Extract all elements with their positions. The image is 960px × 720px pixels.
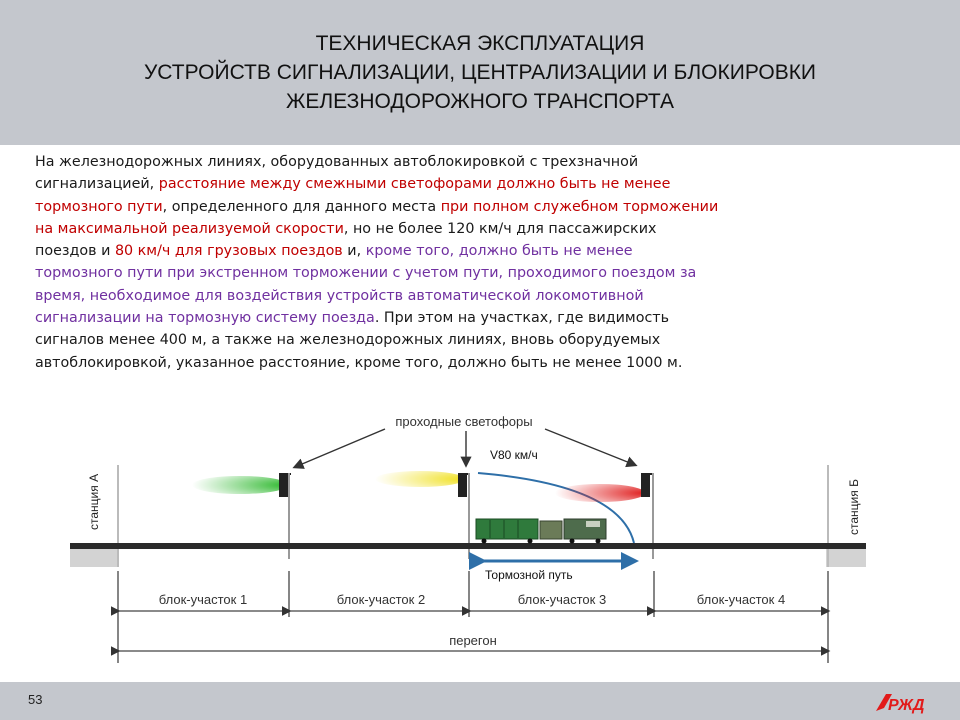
railway-track	[70, 543, 866, 549]
text-segment: сигнализации на тормозную систему поезда	[35, 310, 375, 327]
yellow-light-glow	[375, 471, 465, 487]
body-paragraph: На железнодорожных линиях, оборудованных…	[35, 151, 915, 374]
signal-1	[279, 473, 291, 559]
station-a: станция А	[70, 465, 119, 567]
signal-3	[641, 473, 654, 559]
brake-distance-label: Тормозной путь	[485, 568, 573, 582]
paragraph-line: тормозного пути, определенного для данно…	[35, 196, 915, 218]
block-label-4: блок-участок 4	[697, 592, 785, 607]
station-b: станция Б	[826, 465, 866, 567]
text-segment: на максимальной реализуемой скорости	[35, 220, 344, 237]
title-line-2: УСТРОЙСТВ СИГНАЛИЗАЦИИ, ЦЕНТРАЛИЗАЦИИ И …	[143, 61, 817, 84]
text-segment: при полном служебном торможении	[440, 198, 719, 215]
paragraph-line: На железнодорожных линиях, оборудованных…	[35, 151, 915, 173]
title-line-1: ТЕХНИЧЕСКАЯ ЭКСПЛУАТАЦИЯ	[315, 32, 645, 55]
paragraph-line: поездов и 80 км/ч для грузовых поездов и…	[35, 240, 915, 262]
text-segment: 80 км/ч для грузовых поездов	[114, 243, 343, 260]
block-section-diagram: проходные светофоры V80 км/ч станция А с…	[70, 414, 866, 663]
paragraph-line: сигнализацией, расстояние между смежными…	[35, 173, 915, 195]
text-segment: кроме того, должно быть не менее	[365, 243, 633, 260]
slide-header: ТЕХНИЧЕСКАЯ ЭКСПЛУАТАЦИЯ УСТРОЙСТВ СИГНА…	[0, 0, 960, 145]
station-b-label: станция Б	[847, 479, 861, 535]
text-segment: расстояние между смежными светофорами до…	[158, 176, 671, 193]
text-segment: и,	[342, 243, 366, 260]
paragraph-line: на максимальной реализуемой скорости, но…	[35, 218, 915, 240]
slide-footer: 53 РЖД	[0, 682, 960, 720]
text-segment: , но не более 120 км/ч для пассажирских	[343, 220, 657, 237]
block-label-3: блок-участок 3	[518, 592, 606, 607]
paragraph-line: автоблокировкой, указанное расстояние, к…	[35, 352, 915, 374]
text-segment: тормозного пути	[35, 198, 163, 215]
logo-text: РЖД	[888, 697, 925, 714]
text-segment: поездов и	[35, 243, 115, 260]
signals-label: проходные светофоры	[395, 414, 532, 429]
speed-label: V80 км/ч	[490, 448, 538, 462]
haul-label: перегон	[449, 633, 497, 648]
rzd-logo: РЖД	[876, 694, 925, 714]
text-segment: сигналов менее 400 м, а также на железно…	[35, 332, 661, 349]
text-segment: , определенного для данного места	[162, 198, 441, 215]
green-light-glow	[192, 476, 288, 494]
station-a-label: станция А	[87, 474, 101, 530]
arrow-signal-1	[292, 428, 386, 469]
text-segment: автоблокировкой, указанное расстояние, к…	[35, 354, 683, 371]
block-label-2: блок-участок 2	[337, 592, 425, 607]
text-segment: . При этом на участках, где видимость	[374, 310, 670, 327]
text-segment: время, необходимое для воздействия устро…	[35, 287, 644, 304]
red-light-glow	[555, 484, 645, 502]
freight-train	[475, 518, 607, 544]
paragraph-line: время, необходимое для воздействия устро…	[35, 285, 915, 307]
paragraph-line: сигналов менее 400 м, а также на железно…	[35, 329, 915, 351]
block-dimension-lines	[110, 606, 831, 656]
text-segment: тормозного пути при экстренном торможени…	[35, 265, 697, 282]
text-segment: На железнодорожных линиях, оборудованных…	[35, 154, 639, 170]
block-label-1: блок-участок 1	[159, 592, 247, 607]
signal-2	[458, 473, 470, 559]
paragraph-line: сигнализации на тормозную систему поезда…	[35, 307, 915, 329]
block-boundaries	[117, 571, 829, 663]
text-segment: сигнализацией,	[35, 176, 159, 193]
arrow-signal-3	[544, 428, 638, 468]
paragraph-line: тормозного пути при экстренном торможени…	[35, 262, 915, 284]
page-number: 53	[28, 692, 43, 707]
title-line-3: ЖЕЛЕЗНОДОРОЖНОГО ТРАНСПОРТА	[285, 90, 675, 113]
